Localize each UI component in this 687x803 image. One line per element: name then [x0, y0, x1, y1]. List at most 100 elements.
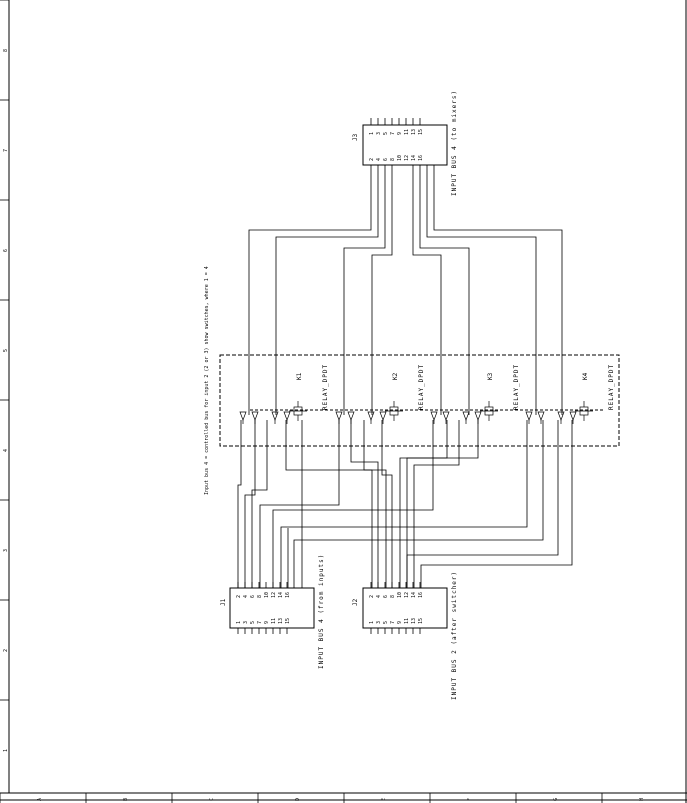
relay-contact-icon — [462, 411, 470, 421]
frame-row-label: 5 — [3, 349, 9, 352]
frame-column-label: H — [639, 798, 645, 801]
j2-pin-label: 12 — [404, 592, 410, 598]
relay-contact-icon — [430, 411, 438, 421]
j3-pin-label: 12 — [404, 155, 410, 161]
relay-k2: K2 RELAY_DPDT — [335, 364, 425, 424]
j2-pin-label: 14 — [411, 592, 417, 598]
j1-pin-label: 12 — [271, 592, 277, 598]
j1-pin-label: 9 — [264, 621, 270, 624]
j2-pin-label: 4 — [376, 595, 382, 598]
j2-pin-label: 9 — [397, 621, 403, 624]
relay-block: K1 RELAY_DPDT K2 RELAY_DPDT K3 RELAY_DPDT K4 RE… — [219, 354, 620, 447]
j3-pin-label: 5 — [383, 132, 389, 135]
j1-pin-label: 10 — [264, 592, 270, 598]
j3-pin-label: 11 — [404, 129, 410, 135]
j1-pin-label: 1 — [236, 621, 242, 624]
j3-pin-label: 3 — [376, 132, 382, 135]
j3-pin-label: 9 — [397, 132, 403, 135]
j3-pin-label: 10 — [397, 155, 403, 161]
j3-title: INPUT BUS 4 (to mixers) — [451, 90, 458, 196]
j2-pin-label: 10 — [397, 592, 403, 598]
relay-contact-icon — [251, 411, 259, 421]
design-note: Input bus 4 = controlled bus for input 2… — [204, 266, 210, 495]
relay-contact-icon — [335, 411, 343, 421]
j2-pin-label: 2 — [369, 595, 375, 598]
j2-pin-label: 6 — [383, 595, 389, 598]
j1-ref: J1 — [220, 598, 227, 606]
j3-pin-label: 8 — [390, 158, 396, 161]
frame-column-label: F — [467, 798, 473, 801]
j1-pin-label: 7 — [257, 621, 263, 624]
j1-pin-label: 3 — [243, 621, 249, 624]
j2-pin-label: 16 — [418, 592, 424, 598]
j1-pin-label: 15 — [285, 618, 291, 624]
j2-pin-label: 13 — [411, 618, 417, 624]
relay-ref: K3 — [487, 372, 494, 380]
relay-contact-icon — [442, 411, 450, 421]
frame-row-label: 3 — [3, 549, 9, 552]
j1-pin-label: 2 — [236, 595, 242, 598]
j1-pin-label: 14 — [278, 592, 284, 598]
relay-part: RELAY_DPDT — [608, 364, 615, 410]
j1-pin-label: 5 — [250, 621, 256, 624]
relay-contact-icon — [367, 411, 375, 421]
frame-column-label: A — [37, 798, 43, 801]
j3-pin-label: 15 — [418, 129, 424, 135]
frame-row-label: 7 — [3, 149, 9, 152]
j2-pin-label: 8 — [390, 595, 396, 598]
relay-contact-icon — [239, 411, 247, 421]
j3-pin-label: 2 — [369, 158, 375, 161]
relay-contact-icon — [283, 411, 291, 421]
relay-ref: K4 — [582, 372, 589, 380]
frame-row-label: 6 — [3, 249, 9, 252]
frame-column-label: E — [381, 798, 387, 801]
relay-contact-icon — [525, 411, 533, 421]
j2-ref: J2 — [352, 598, 359, 606]
j1-pin-label: 16 — [285, 592, 291, 598]
j1-pin-label: 11 — [271, 618, 277, 624]
j2-pin-label: 1 — [369, 621, 375, 624]
relay-part: RELAY_DPDT — [513, 364, 520, 410]
relay-ref: K1 — [296, 372, 303, 380]
j3-ref: J3 — [352, 133, 359, 141]
relay-contact-icon — [569, 411, 577, 421]
relay-contact-icon — [347, 411, 355, 421]
relay-k3: K3 RELAY_DPDT — [430, 364, 520, 424]
j3-pin-label: 13 — [411, 129, 417, 135]
relay-part: RELAY_DPDT — [418, 364, 425, 410]
frame-column-label: C — [209, 798, 215, 801]
relay-part: RELAY_DPDT — [322, 364, 329, 410]
j2-pin-label: 15 — [418, 618, 424, 624]
j2-pin-label: 11 — [404, 618, 410, 624]
relay-contact-icon — [474, 411, 482, 421]
j1-pin-label: 13 — [278, 618, 284, 624]
frame-column-label: G — [553, 798, 559, 801]
j3-pin-label: 6 — [383, 158, 389, 161]
relay-contact-icon — [537, 411, 545, 421]
j2-pin-label: 7 — [390, 621, 396, 624]
relay-ref: K2 — [392, 372, 399, 380]
relay-k1: K1 RELAY_DPDT — [239, 364, 329, 424]
relay-k4: K4 RELAY_DPDT — [525, 364, 615, 424]
j1-pin-label: 6 — [250, 595, 256, 598]
frame-column-label: D — [295, 798, 301, 801]
j1-pin-label: 8 — [257, 595, 263, 598]
j3-pin-label: 4 — [376, 158, 382, 161]
j1-pin-label: 4 — [243, 595, 249, 598]
j2-title: INPUT BUS 2 (after switcher) — [451, 571, 458, 700]
j3-pin-label: 7 — [390, 132, 396, 135]
relay-contact-icon — [271, 411, 279, 421]
frame-row-label: 8 — [3, 49, 9, 52]
